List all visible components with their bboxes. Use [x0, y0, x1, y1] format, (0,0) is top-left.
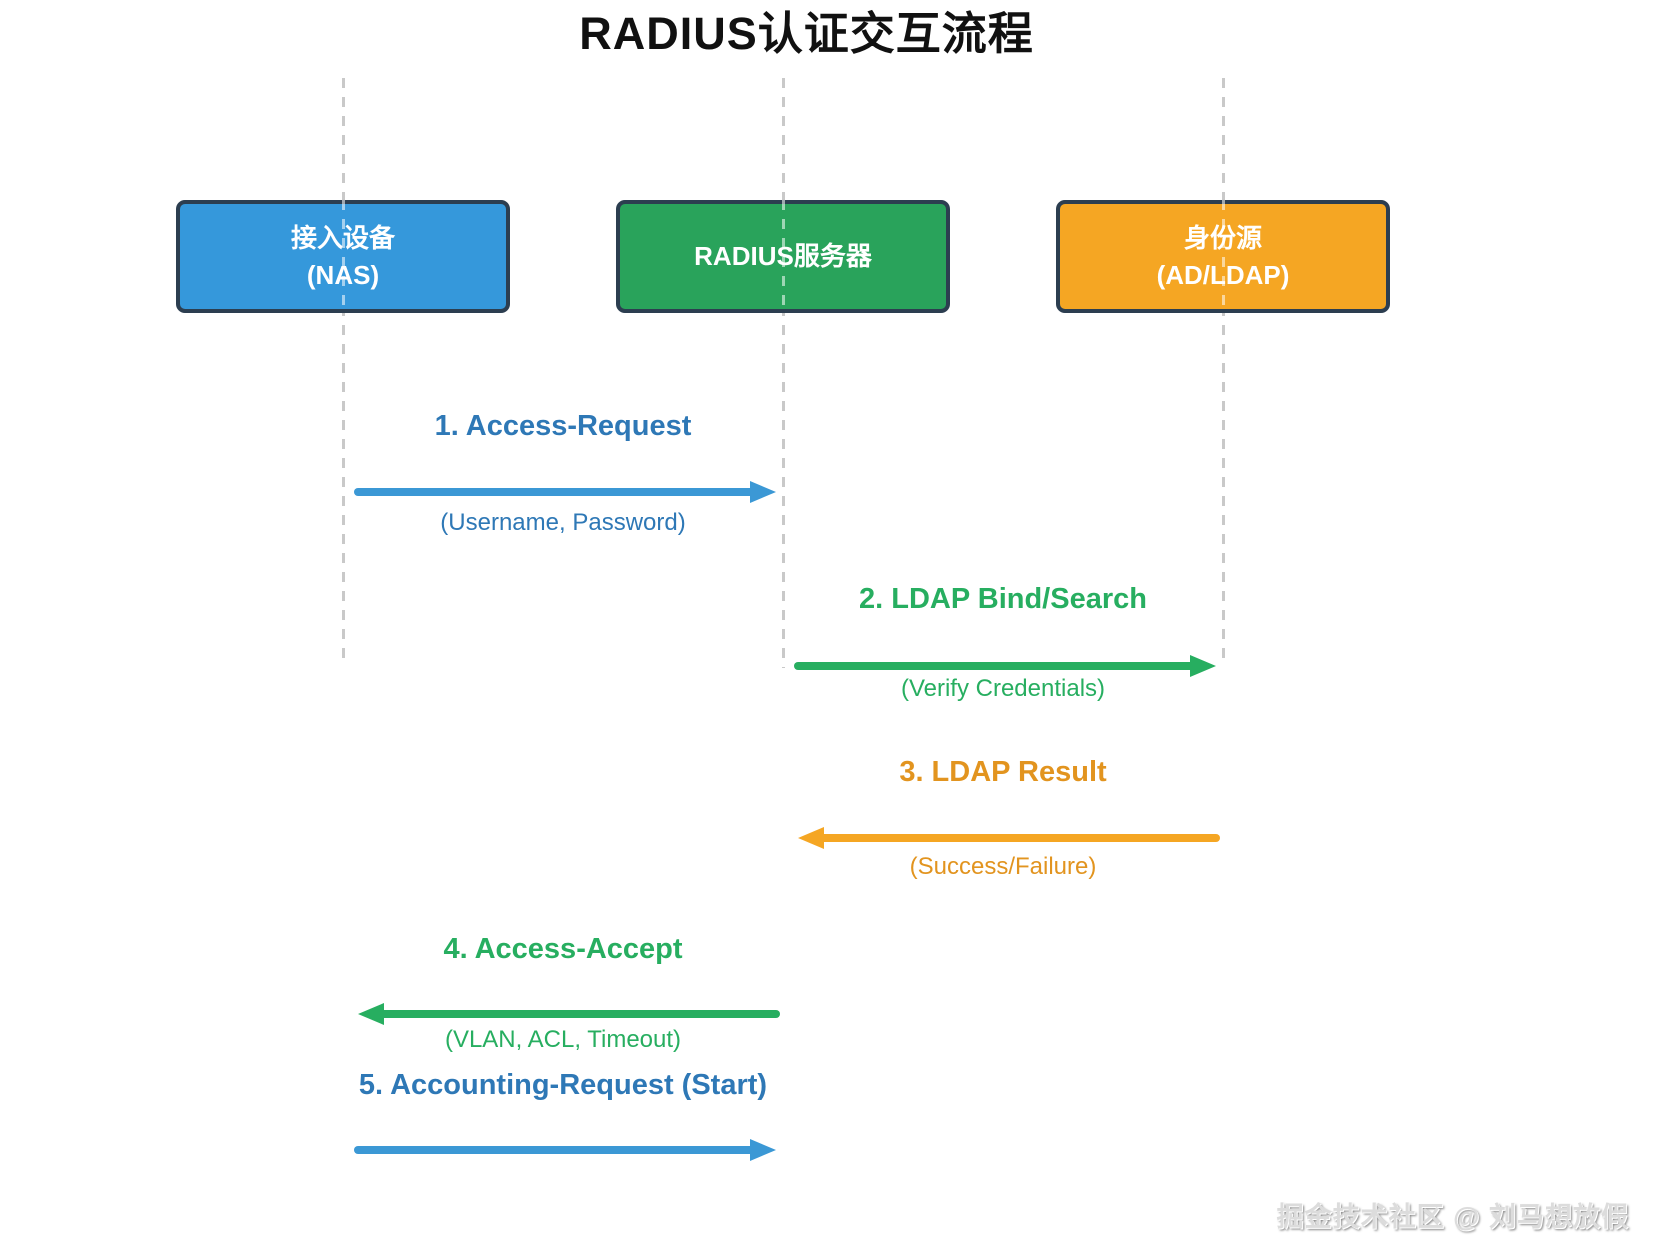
- message-sublabel-ldap-result: (Success/Failure): [909, 853, 1097, 880]
- ldap-bind-search-arrow: [794, 655, 1216, 677]
- arrow-head: [358, 1003, 384, 1025]
- access-request-arrow: [354, 481, 776, 503]
- lifeline-nas: [342, 78, 345, 666]
- lifeline-overlay-identity-source: [1222, 200, 1225, 313]
- message-label-access-accept: 4. Access-Accept: [443, 933, 683, 965]
- accounting-request-arrow: [354, 1139, 776, 1161]
- message-label-ldap-bind-search: 2. LDAP Bind/Search: [859, 583, 1147, 615]
- ldap-result-arrow: [798, 827, 1220, 849]
- message-sublabel-access-accept: (VLAN, ACL, Timeout): [444, 1026, 682, 1053]
- arrow-head: [798, 827, 824, 849]
- lifeline-overlay-radius-server: [782, 200, 785, 313]
- message-label-ldap-result: 3. LDAP Result: [899, 756, 1107, 788]
- access-accept-arrow: [358, 1003, 780, 1025]
- message-sublabel-access-request: (Username, Password): [440, 509, 686, 536]
- watermark: 掘金技术社区 @ 刘马想放假: [1276, 1202, 1629, 1232]
- lifeline-radius-server: [782, 78, 785, 668]
- message-sublabel-ldap-bind-search: (Verify Credentials): [900, 675, 1106, 702]
- message-label-access-request: 1. Access-Request: [434, 410, 692, 442]
- arrow-head: [750, 481, 776, 503]
- lifeline-overlay-nas: [342, 200, 345, 313]
- arrow-head: [750, 1139, 776, 1161]
- message-label-accounting-request: 5. Accounting-Request (Start): [358, 1069, 768, 1101]
- diagram-title: RADIUS认证交互流程: [579, 8, 1034, 59]
- lifeline-identity-source: [1222, 78, 1225, 666]
- arrow-head: [1190, 655, 1216, 677]
